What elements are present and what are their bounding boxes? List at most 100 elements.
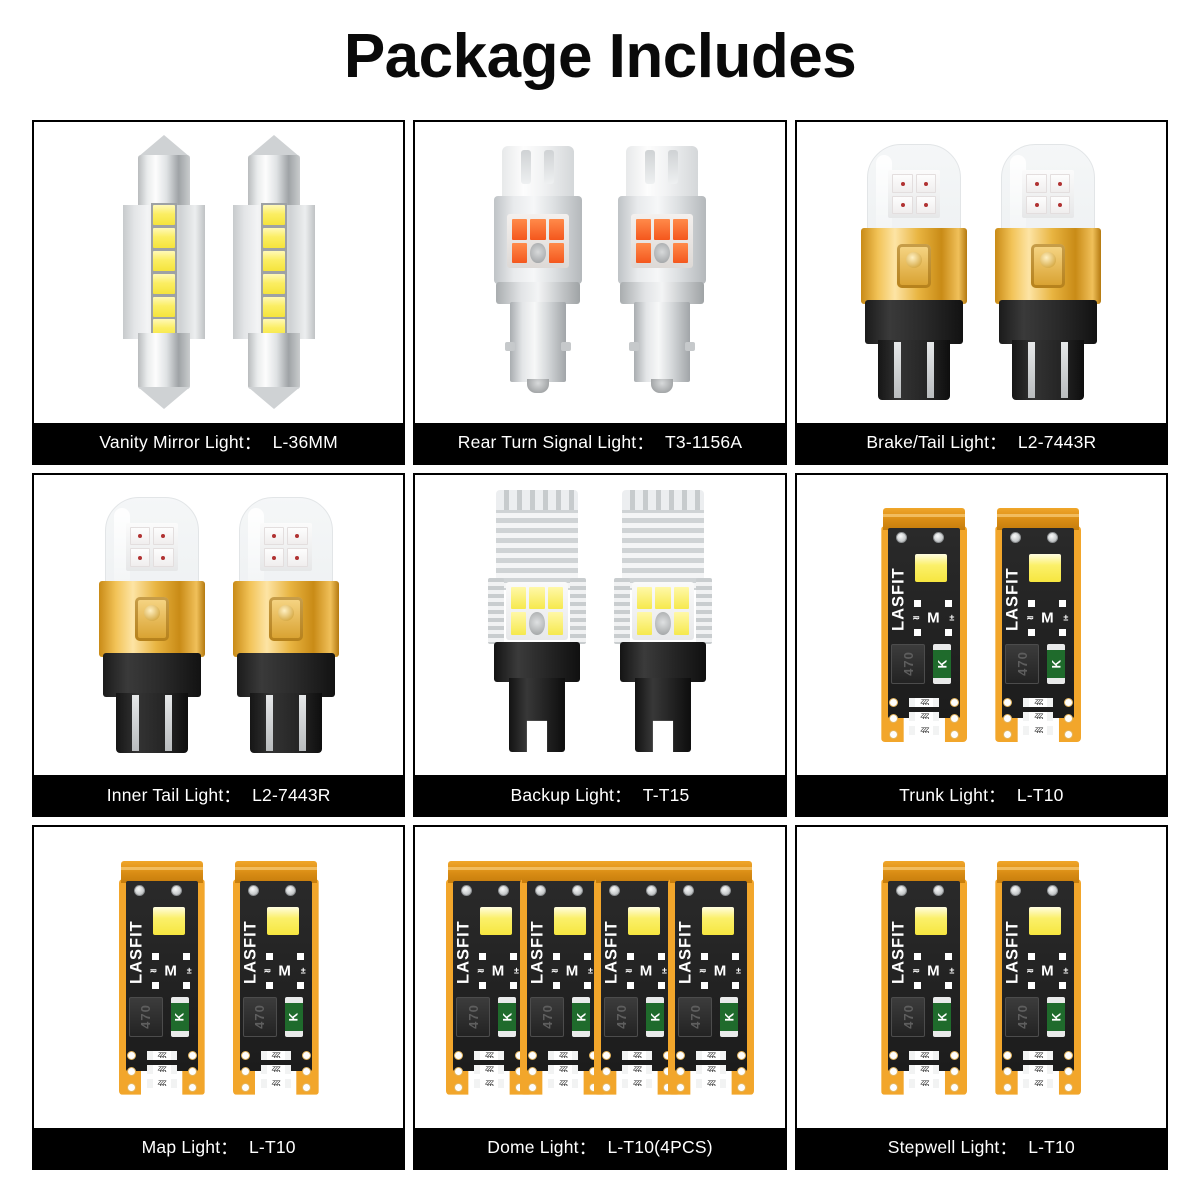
wedge-base	[878, 340, 951, 401]
polarity-marking: ≂ M ±	[912, 599, 954, 636]
pcb-gold-top-cap	[120, 860, 203, 883]
plus-symbol: ±	[1063, 612, 1069, 623]
contact-pad	[736, 1082, 746, 1092]
resistor	[547, 1050, 578, 1060]
page-title: Package Includes	[343, 22, 857, 91]
product-model: L-T10	[248, 1137, 296, 1158]
contact-pads-left	[601, 1050, 611, 1092]
festoon-led-strip	[260, 203, 287, 342]
led-chip	[153, 548, 174, 567]
festoon-cone-bottom	[137, 387, 190, 410]
wedge-base	[1012, 340, 1085, 401]
brand-logo: LASFIT	[676, 919, 695, 984]
festoon-cone-top	[247, 135, 300, 158]
minus-symbol: ≂	[263, 965, 272, 976]
solder-point-right	[645, 884, 657, 896]
gold-housing	[995, 228, 1102, 305]
m-letter: M	[1041, 962, 1054, 980]
bulb-collar	[619, 282, 704, 305]
product-cell-stepwell-light: LASFIT ≂ M ± 470 K LASFIT	[794, 825, 1168, 1170]
inductor-code: 470	[138, 1004, 154, 1030]
pcb-gold-top-cap	[997, 860, 1080, 883]
plus-symbol: ±	[949, 965, 955, 976]
led-chip	[262, 250, 285, 271]
bayonet-base	[504, 302, 571, 383]
contact-pad	[187, 1066, 197, 1076]
resistor	[1023, 1078, 1054, 1088]
solder-pad	[1028, 952, 1036, 960]
contact-pad	[301, 1066, 311, 1076]
bulb-head	[625, 146, 698, 199]
contact-pad	[601, 1050, 611, 1060]
led-chip	[153, 526, 174, 546]
bulb-head	[501, 146, 574, 199]
label-separator: ：	[999, 1138, 1018, 1159]
solder-pad	[296, 981, 304, 989]
resistor	[260, 1078, 291, 1088]
solder-pad	[731, 981, 739, 989]
resistor	[1023, 1064, 1054, 1074]
solder-pad	[657, 981, 665, 989]
inductor-component: 470	[455, 996, 490, 1037]
led-chip	[673, 612, 689, 635]
product-image-inner-tail-light	[34, 474, 404, 776]
festoon-tip-bottom	[247, 333, 300, 390]
contact-pad	[1064, 1066, 1074, 1076]
resistor	[621, 1064, 652, 1074]
solder-pad	[945, 628, 953, 636]
contact-pads-left	[889, 697, 899, 739]
green-component: K	[719, 996, 738, 1037]
solder-pad	[1028, 628, 1036, 636]
green-component-marking: K	[1049, 1012, 1064, 1021]
contact-pad	[453, 1050, 463, 1060]
black-cap	[865, 300, 964, 345]
label-separator: ：	[636, 433, 655, 454]
base-contact	[650, 379, 673, 394]
base-contact	[526, 379, 549, 394]
resistor-group	[695, 1050, 726, 1088]
led-chip	[511, 219, 528, 240]
solder-pad	[1059, 599, 1067, 607]
led-array	[630, 214, 693, 269]
led-chip	[129, 526, 151, 546]
brand-logo: LASFIT	[1003, 919, 1022, 984]
pcb-gold-top-cap	[595, 860, 678, 883]
resistor	[1023, 725, 1054, 735]
product-label-rear-turn-signal-light: Rear Turn Signal Light：T3-1156A	[415, 422, 785, 463]
product-label-vanity-mirror-light: Vanity Mirror Light：L-36MM	[34, 422, 404, 463]
green-component: K	[645, 996, 664, 1037]
inductor-code: 470	[613, 1004, 629, 1030]
polarity-marking: ≂ M ±	[912, 952, 955, 989]
contact-pads-left	[675, 1050, 685, 1092]
polarity-marking: ≂ M ±	[263, 952, 306, 989]
polarity-marking: ≂ M ±	[1026, 599, 1069, 636]
center-hole	[655, 612, 671, 635]
minus-symbol: ≂	[550, 965, 559, 976]
resistor	[260, 1064, 291, 1074]
resistor	[146, 1064, 177, 1074]
contact-pad	[126, 1050, 136, 1060]
brand-logo: LASFIT	[602, 919, 621, 984]
plus-symbol: ±	[1063, 965, 1069, 976]
green-component: K	[1047, 643, 1066, 684]
contact-pad	[187, 1082, 197, 1092]
inductor-code: 470	[1014, 651, 1030, 677]
inductor-code: 470	[1014, 1004, 1030, 1030]
product-model: L2-7443R	[1017, 432, 1097, 453]
product-image-map-light: LASFIT ≂ M ± 470 K LASFIT	[34, 827, 404, 1128]
polarity-marking: ≂ M ±	[1026, 952, 1069, 989]
solder-pad	[583, 952, 591, 960]
festoon-bulb	[232, 135, 315, 410]
pcb-gold-top-cap	[521, 860, 604, 883]
product-label-stepwell-light: Stepwell Light：L-T10	[796, 1127, 1166, 1168]
resistor-group	[146, 1050, 177, 1088]
led-chip	[655, 586, 671, 610]
inductor-component: 470	[677, 996, 712, 1037]
green-component-marking: K	[935, 1012, 950, 1021]
side-fin-left	[613, 577, 630, 644]
resistor	[473, 1050, 504, 1060]
7443-bulb	[861, 144, 968, 401]
brand-logo: LASFIT	[454, 919, 473, 984]
1156-bulb	[490, 146, 586, 398]
led-chip	[263, 526, 285, 546]
